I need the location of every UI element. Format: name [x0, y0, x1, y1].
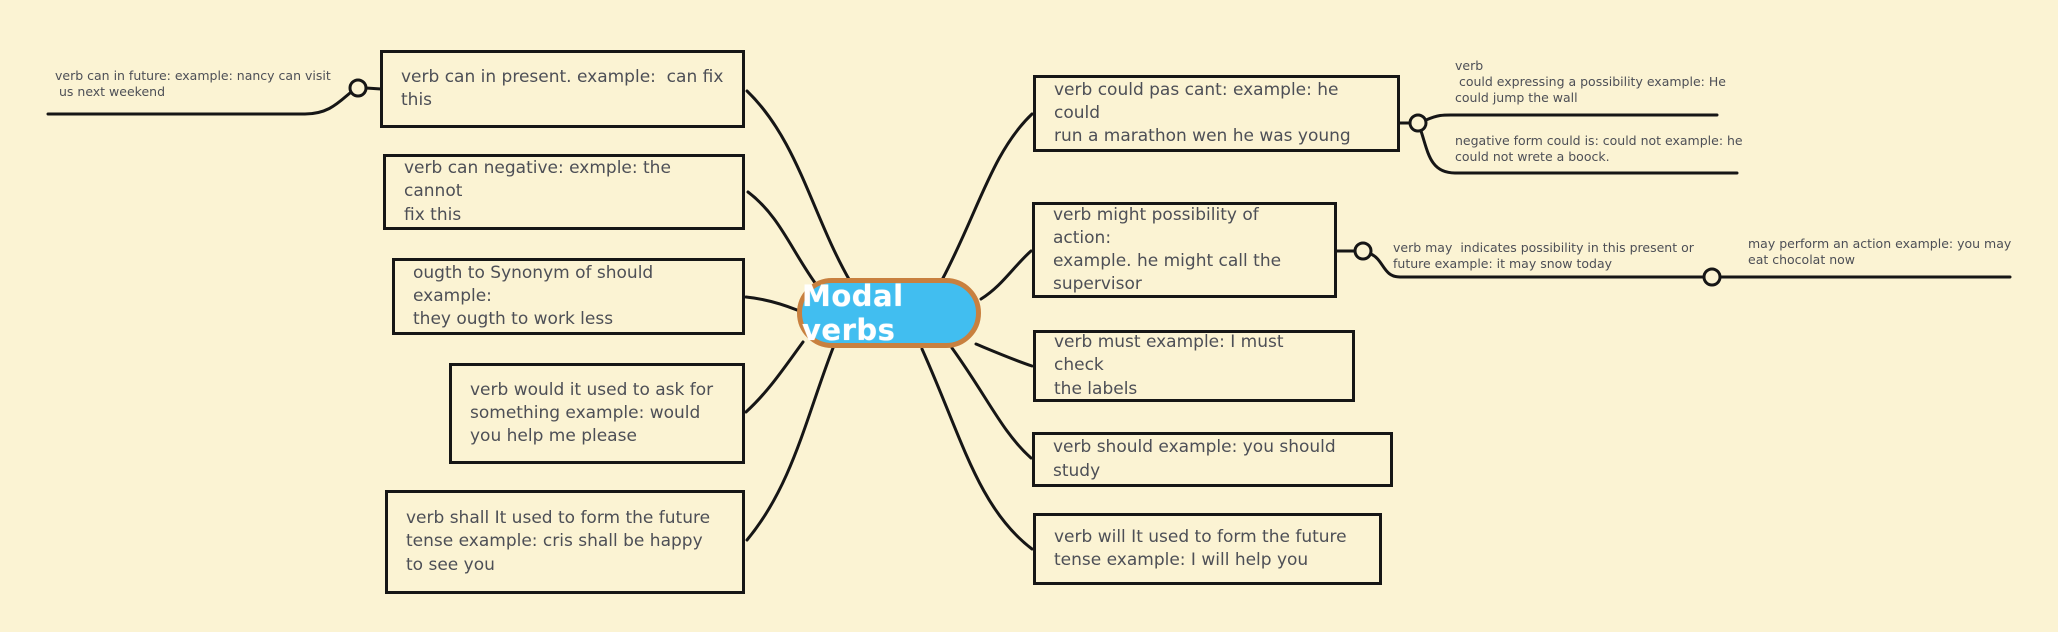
branch-line-should: [950, 346, 1033, 460]
branch-line-must: [974, 342, 1034, 368]
collapse-toggle-may[interactable]: [1702, 267, 1722, 287]
branch-line-might: [979, 249, 1033, 301]
node-can-future[interactable]: verb can in future: example: nancy can v…: [55, 68, 331, 99]
node-label: ougth to Synonym of should example: they…: [413, 262, 654, 330]
collapse-toggle-could[interactable]: [1408, 113, 1428, 133]
branch-line-could-possibility: [1424, 113, 1719, 122]
node-label: verb could pas cant: example: he could r…: [1054, 79, 1351, 147]
branch-line-would: [744, 340, 805, 414]
node-shall[interactable]: verb shall It used to form the future te…: [385, 490, 745, 594]
center-node-label: Modal verbs: [802, 279, 904, 347]
node-may-perform[interactable]: may perform an action example: you may e…: [1748, 236, 2012, 267]
branch-line-will: [920, 347, 1034, 551]
branch-line-could: [940, 112, 1034, 282]
node-may[interactable]: verb may indicates possibility in this p…: [1393, 240, 1694, 271]
node-label: verb can negative: exmple: the cannot fi…: [404, 158, 671, 225]
node-should[interactable]: verb should example: you should study: [1032, 432, 1393, 487]
branch-line-could-negative: [1419, 129, 1739, 175]
collapse-toggle-can-present[interactable]: [348, 78, 368, 98]
node-label: verb would it used to ask for something …: [470, 379, 714, 447]
node-can-present[interactable]: verb can in present. example: can fix th…: [380, 50, 745, 128]
node-can-negative[interactable]: verb can negative: exmple: the cannot fi…: [383, 154, 745, 230]
branch-stub-can-present: [364, 86, 383, 91]
node-might[interactable]: verb might possibility of action: exampl…: [1032, 202, 1337, 298]
node-would[interactable]: verb would it used to ask for something …: [449, 363, 745, 464]
canvas-bottom-edge: [0, 632, 2058, 642]
node-label: verb shall It used to form the future te…: [406, 508, 711, 575]
node-label: verb might possibility of action: exampl…: [1053, 204, 1282, 295]
branch-line-shall: [745, 346, 835, 542]
node-could-possibility[interactable]: verb could expressing a possibility exam…: [1455, 58, 1726, 105]
branch-line-ought-to: [744, 295, 799, 312]
node-could-negative[interactable]: negative form could is: could not exampl…: [1455, 133, 1743, 164]
node-will[interactable]: verb will It used to form the future ten…: [1033, 513, 1382, 585]
collapse-toggle-might[interactable]: [1353, 241, 1373, 261]
node-label: verb must example: I must check the labe…: [1054, 332, 1284, 399]
branch-line-can-negative: [746, 190, 820, 289]
node-label: verb should example: you should study: [1053, 437, 1342, 481]
node-ought-to[interactable]: ougth to Synonym of should example: they…: [392, 258, 745, 335]
node-label: verb will It used to form the future ten…: [1054, 526, 1347, 570]
branch-line-can-future: [46, 91, 352, 116]
center-node-modal-verbs[interactable]: Modal verbs: [797, 278, 981, 348]
node-label: verb can in present. example: can fix th…: [401, 66, 724, 110]
node-could[interactable]: verb could pas cant: example: he could r…: [1033, 75, 1400, 152]
node-must[interactable]: verb must example: I must check the labe…: [1033, 330, 1355, 402]
branch-line-may: [1369, 252, 1706, 279]
branch-line-can-present: [745, 89, 852, 283]
